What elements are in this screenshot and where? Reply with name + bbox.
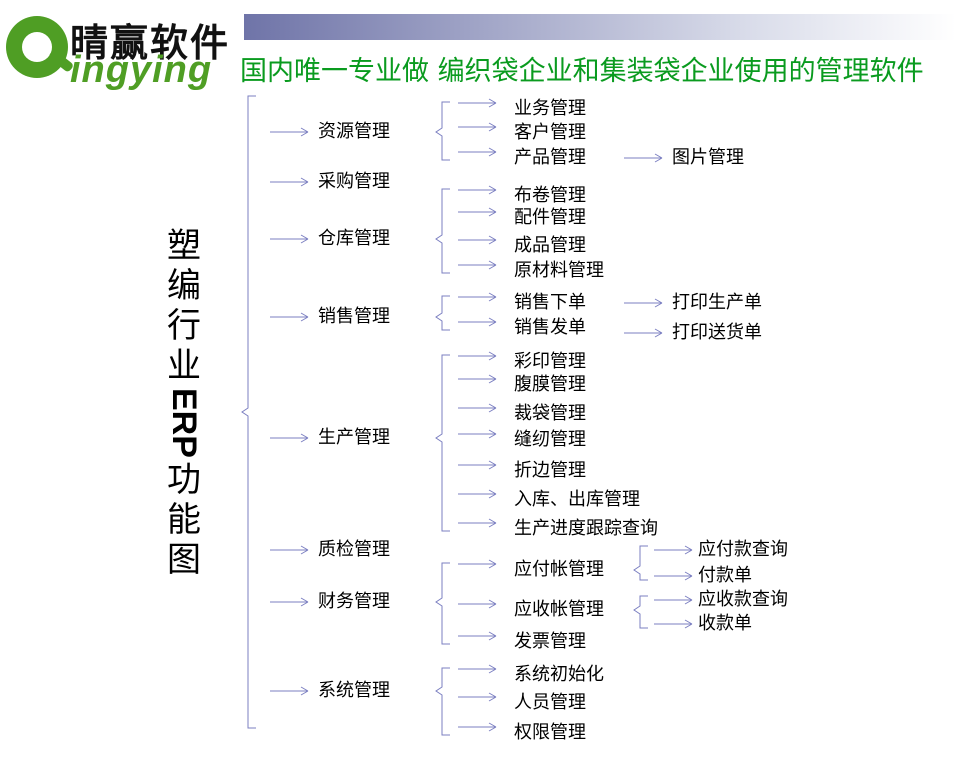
tree-node: 发票管理 bbox=[514, 631, 586, 652]
logo-q-icon bbox=[6, 16, 68, 78]
arrow-right-icon bbox=[624, 298, 663, 308]
tree-node: 生产进度跟踪查询 bbox=[514, 518, 658, 539]
arrow-right-icon bbox=[654, 545, 693, 555]
bracket bbox=[435, 354, 450, 532]
bracket bbox=[241, 95, 256, 729]
arrow-right-icon bbox=[270, 686, 309, 696]
arrow-right-icon bbox=[458, 559, 497, 569]
arrow-right-icon bbox=[654, 571, 693, 581]
tree-node: 权限管理 bbox=[514, 722, 586, 743]
title-char: 行 bbox=[167, 306, 201, 346]
arrow-right-icon bbox=[458, 292, 497, 302]
bracket bbox=[435, 188, 450, 274]
arrow-right-icon bbox=[458, 351, 497, 361]
arrow-right-icon bbox=[270, 234, 309, 244]
tree-node: 打印送货单 bbox=[672, 322, 762, 343]
arrow-right-icon bbox=[458, 403, 497, 413]
tree-node: 应收帐管理 bbox=[514, 599, 604, 620]
header-gradient-bar bbox=[244, 14, 956, 40]
tree-node: 打印生产单 bbox=[672, 292, 762, 313]
title-char: 功 bbox=[167, 459, 201, 500]
arrow-right-icon bbox=[458, 599, 497, 609]
diagram-title-vertical: 塑 编 行 业 ERP 功 能 图 bbox=[162, 226, 206, 580]
arrow-right-icon bbox=[458, 235, 497, 245]
arrow-right-icon bbox=[270, 127, 309, 137]
tree-node: 销售下单 bbox=[514, 292, 586, 313]
tree-node: 业务管理 bbox=[514, 98, 586, 119]
tree-node: 人员管理 bbox=[514, 692, 586, 713]
arrow-right-icon bbox=[458, 722, 497, 732]
tree-node: 裁袋管理 bbox=[514, 403, 586, 424]
arrow-right-icon bbox=[624, 328, 663, 338]
arrow-right-icon bbox=[458, 260, 497, 270]
title-char: 塑 bbox=[167, 226, 201, 266]
arrow-right-icon bbox=[458, 317, 497, 327]
arrow-right-icon bbox=[458, 692, 497, 702]
tree-node: 销售管理 bbox=[318, 306, 390, 327]
tree-node: 资源管理 bbox=[318, 121, 390, 142]
tree-node: 彩印管理 bbox=[514, 351, 586, 372]
arrow-right-icon bbox=[270, 312, 309, 322]
tree-node: 成品管理 bbox=[514, 235, 586, 256]
bracket bbox=[435, 101, 450, 161]
tree-node: 腹膜管理 bbox=[514, 374, 586, 395]
tree-node: 付款单 bbox=[698, 565, 752, 586]
arrow-right-icon bbox=[458, 374, 497, 384]
arrow-right-icon bbox=[654, 595, 693, 605]
tree-node: 折边管理 bbox=[514, 460, 586, 481]
bracket bbox=[435, 562, 450, 645]
tree-node: 应收款查询 bbox=[698, 589, 788, 610]
arrow-right-icon bbox=[270, 433, 309, 443]
arrow-right-icon bbox=[458, 664, 497, 674]
logo-text-cn: 晴赢软件 bbox=[70, 21, 231, 65]
tree-node: 应付帐管理 bbox=[514, 559, 604, 580]
title-latin: ERP bbox=[165, 388, 203, 458]
arrow-right-icon bbox=[458, 122, 497, 132]
arrow-right-icon bbox=[458, 207, 497, 217]
arrow-right-icon bbox=[458, 98, 497, 108]
arrow-right-icon bbox=[270, 597, 309, 607]
arrow-right-icon bbox=[458, 147, 497, 157]
tree-node: 图片管理 bbox=[672, 147, 744, 168]
bracket bbox=[633, 595, 648, 629]
tree-node: 客户管理 bbox=[514, 122, 586, 143]
arrow-right-icon bbox=[624, 153, 663, 163]
arrow-right-icon bbox=[458, 429, 497, 439]
arrow-right-icon bbox=[270, 545, 309, 555]
title-char: 业 bbox=[167, 346, 201, 386]
tree-node: 销售发单 bbox=[514, 317, 586, 338]
bracket bbox=[435, 295, 450, 331]
tree-node: 财务管理 bbox=[318, 591, 390, 612]
arrow-right-icon bbox=[654, 619, 693, 629]
tree-node: 系统管理 bbox=[318, 680, 390, 701]
tree-node: 生产管理 bbox=[318, 427, 390, 448]
arrow-right-icon bbox=[270, 177, 309, 187]
tree-node: 仓库管理 bbox=[318, 228, 390, 249]
tree-node: 布卷管理 bbox=[514, 185, 586, 206]
tree-node: 应付款查询 bbox=[698, 539, 788, 560]
tree-node: 配件管理 bbox=[514, 207, 586, 228]
arrow-right-icon bbox=[458, 460, 497, 470]
arrow-right-icon bbox=[458, 631, 497, 641]
logo-text-en: ingying bbox=[70, 49, 213, 91]
tree-node: 产品管理 bbox=[514, 147, 586, 168]
arrow-right-icon bbox=[458, 185, 497, 195]
tree-node: 质检管理 bbox=[318, 539, 390, 560]
tree-node: 缝纫管理 bbox=[514, 429, 586, 450]
bracket bbox=[633, 545, 648, 581]
tree-node: 采购管理 bbox=[318, 171, 390, 192]
tree-node: 入库、出库管理 bbox=[514, 489, 640, 510]
tree-node: 原材料管理 bbox=[514, 260, 604, 281]
title-char: 编 bbox=[167, 266, 201, 306]
arrow-right-icon bbox=[458, 518, 497, 528]
tree-node: 收款单 bbox=[698, 613, 752, 634]
title-char: 能 bbox=[167, 499, 201, 540]
title-char: 图 bbox=[167, 539, 201, 580]
tree-node: 系统初始化 bbox=[514, 664, 604, 685]
bracket bbox=[435, 667, 450, 736]
slogan: 国内唯一专业做 编织袋企业和集装袋企业使用的管理软件 bbox=[240, 56, 924, 87]
arrow-right-icon bbox=[458, 489, 497, 499]
